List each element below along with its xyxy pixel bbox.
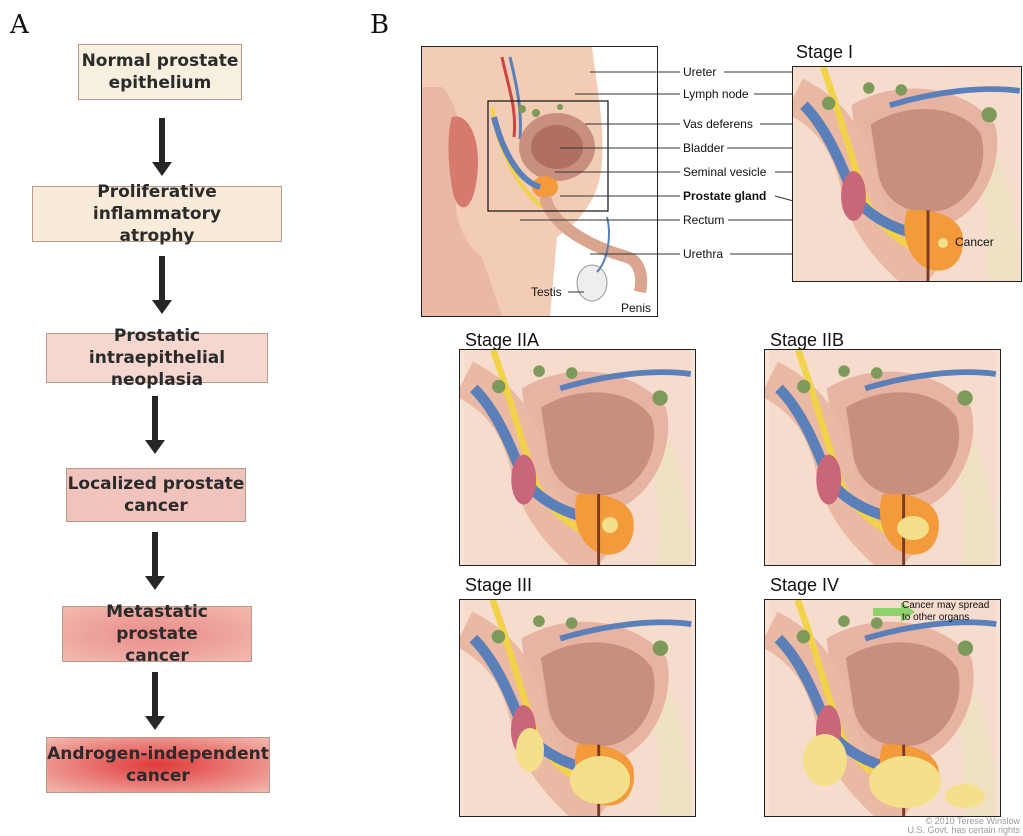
flow-arrow-2 (152, 256, 172, 314)
label-bladder: Bladder (683, 141, 724, 155)
stage-2b-tumor (897, 516, 929, 540)
stage-3-tumor (570, 756, 630, 804)
label-rectum: Rectum (683, 213, 724, 227)
label-cancer: Cancer (955, 235, 994, 249)
label-ureter: Ureter (683, 65, 716, 79)
stage-2b-panel (764, 349, 1001, 566)
stage-4-seminal-tumor (803, 734, 847, 786)
flow-step-pin: Prostatic intraepithelial neoplasia (46, 333, 268, 383)
stage-4-rectum-tumor (945, 784, 985, 808)
stage-4-title: Stage IV (770, 575, 839, 596)
flow-step-pia: Proliferative inflammatory atrophy (32, 186, 282, 242)
stage-1-panel (792, 66, 1022, 282)
stage-2a-panel (459, 349, 696, 566)
overview-anatomy-panel (421, 46, 658, 317)
stage-1-tumor (938, 238, 948, 248)
stage-4-panel (764, 599, 1001, 817)
label-spread-annotation: Cancer may spread to other organs (902, 600, 989, 624)
label-lymph-node: Lymph node (683, 87, 749, 101)
label-penis: Penis (621, 301, 651, 315)
flow-step-normal-epithelium: Normal prostate epithelium (78, 44, 242, 100)
stage-1-title: Stage I (796, 42, 853, 63)
stage-2a-title: Stage IIA (465, 330, 539, 351)
flow-step-androgen-independent: Androgen-independent cancer (46, 737, 270, 793)
image-credit: © 2010 Terese Winslow U.S. Govt. has cer… (880, 817, 1020, 835)
panel-a-letter: A (10, 10, 29, 40)
label-urethra: Urethra (683, 247, 723, 261)
stage-2b-title: Stage IIB (770, 330, 844, 351)
stage-3-title: Stage III (465, 575, 532, 596)
stage-3-illustration (460, 600, 695, 816)
stage-2a-tumor (602, 517, 618, 533)
label-prostate-gland: Prostate gland (683, 189, 766, 203)
label-seminal-vesicle: Seminal vesicle (683, 165, 766, 179)
label-vas-deferens: Vas deferens (683, 117, 753, 131)
flow-arrow-5 (145, 672, 165, 730)
stage-4-illustration (765, 600, 1000, 816)
flow-step-metastatic-cancer: Metastatic prostate cancer (62, 606, 252, 662)
stage-3-seminal-tumor (516, 728, 544, 772)
stage-2a-illustration (460, 350, 695, 565)
panel-b-letter: B (370, 10, 389, 40)
overview-anatomy-illustration (422, 47, 657, 316)
label-testis: Testis (531, 285, 562, 299)
stage-3-panel (459, 599, 696, 817)
stage-2b-illustration (765, 350, 1000, 565)
flow-step-localized-cancer: Localized prostate cancer (66, 468, 246, 522)
flow-arrow-1 (152, 118, 172, 176)
flow-arrow-3 (145, 396, 165, 454)
stage-4-tumor (869, 756, 941, 808)
flow-arrow-4 (145, 532, 165, 590)
